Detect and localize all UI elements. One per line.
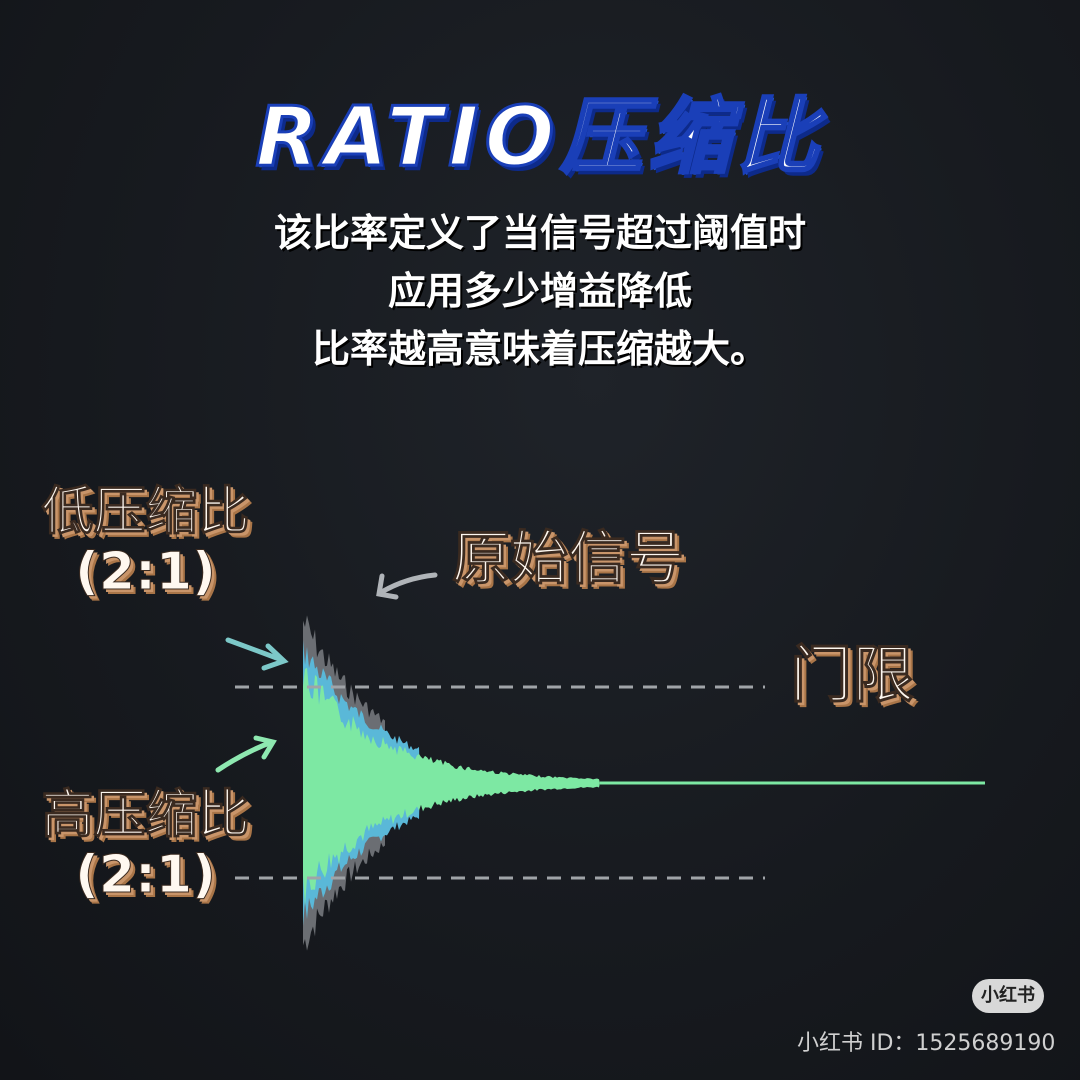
description-line-3: 比率越高意味着压缩越大。 bbox=[311, 327, 768, 371]
low-ratio-value: (2:1) bbox=[75, 542, 217, 603]
high-ratio-waveform bbox=[303, 667, 600, 906]
threshold-label: 门限 bbox=[789, 638, 915, 711]
arrow-icon-high-ratio bbox=[215, 735, 277, 773]
arrow-icon-low-ratio bbox=[225, 637, 289, 671]
description-line-2: 应用多少增益降低 bbox=[387, 269, 692, 313]
arrow-icon-original-signal bbox=[376, 572, 438, 600]
original-signal-label: 原始信号 bbox=[451, 524, 685, 592]
high-ratio-title: 高压缩比 bbox=[41, 785, 250, 846]
watermark-id: 小红书 ID：1525689190 bbox=[797, 1031, 1056, 1056]
high-ratio-value: (2:1) bbox=[75, 845, 217, 906]
low-ratio-title: 低压缩比 bbox=[41, 482, 250, 543]
xiaohongshu-badge: 小红书 bbox=[972, 979, 1044, 1013]
page-title: RATIO压缩比 bbox=[254, 89, 825, 187]
high-ratio-label: 高压缩比 (2:1) bbox=[28, 785, 263, 906]
description: 该比率定义了当信号超过阈值时 应用多少增益降低 比率越高意味着压缩越大。 bbox=[0, 204, 1080, 378]
low-ratio-label: 低压缩比 (2:1) bbox=[28, 482, 263, 603]
description-line-1: 该比率定义了当信号超过阈值时 bbox=[273, 211, 806, 255]
